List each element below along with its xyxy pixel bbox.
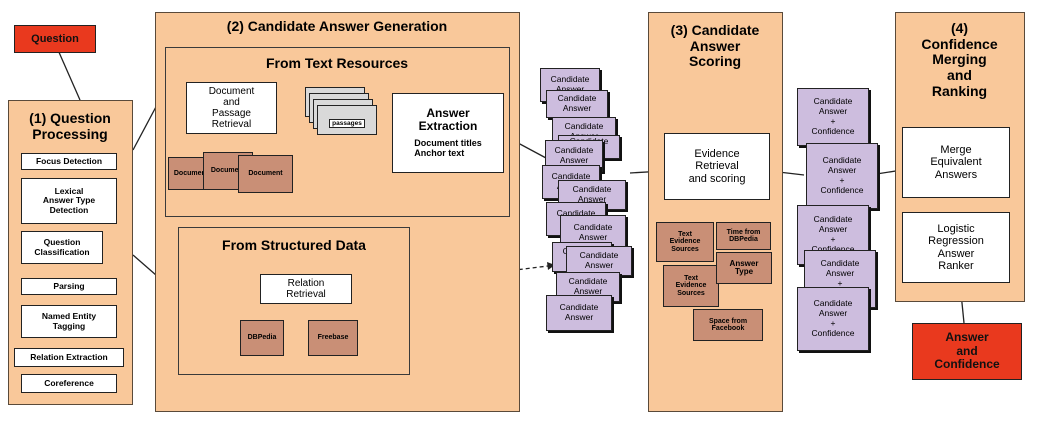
merging-ranking-title: (4) Confidence Merging and Ranking — [921, 20, 998, 99]
scored-candidate-card: Candidate Answer + Confidence — [797, 88, 869, 146]
named-entity-tagging-step: Named Entity Tagging — [21, 305, 117, 338]
structured-data-title: From Structured Data — [222, 237, 366, 253]
candidate-answer-card: Candidate Answer — [566, 246, 632, 276]
candidate-answer-card: Candidate Answer — [546, 295, 612, 331]
space-from-facebook-source: Space from Facebook — [693, 309, 763, 341]
freebase-source: Freebase — [308, 320, 358, 356]
dbpedia-source: DBPedia — [240, 320, 284, 356]
time-from-dbpedia-source: Time from DBPedia — [716, 222, 771, 250]
question-label: Question — [31, 33, 79, 45]
passages-label: passages — [329, 119, 365, 128]
evidence-retrieval-box: Evidence Retrieval and scoring — [664, 133, 770, 200]
document-passage-retrieval-box: Document and Passage Retrieval — [186, 82, 277, 134]
coreference-step: Coreference — [21, 374, 117, 393]
candidate-scoring-title: (3) Candidate Answer Scoring — [670, 22, 760, 70]
scored-candidate-card: Candidate Answer + Confidence — [797, 287, 869, 351]
answer-confidence-box: Answer and Confidence — [912, 323, 1022, 380]
focus-detection-step: Focus Detection — [21, 153, 117, 170]
answer-type-source: Answer Type — [716, 252, 772, 284]
logistic-regression-ranker-box: Logistic Regression Answer Ranker — [902, 212, 1010, 283]
text-resources-title: From Text Resources — [265, 55, 409, 71]
candidate-answer-card: Candidate Answer — [546, 90, 608, 118]
question-processing-title: (1) Question Processing — [29, 110, 111, 142]
candidate-scoring-panel: (3) Candidate Answer Scoring — [648, 12, 783, 412]
relation-retrieval-box: Relation Retrieval — [260, 274, 352, 304]
text-evidence-source: Text Evidence Sources — [656, 222, 714, 262]
lexical-answer-type-step: Lexical Answer Type Detection — [21, 178, 117, 224]
answer-extraction-sources: Document titles Anchor text — [414, 138, 482, 159]
question-processing-panel: (1) Question Processing Focus Detection … — [8, 100, 133, 405]
relation-extraction-step: Relation Extraction — [14, 348, 124, 367]
parsing-step: Parsing — [21, 278, 117, 295]
answer-extraction-box: Answer Extraction Document titles Anchor… — [392, 93, 504, 173]
text-evidence-source: Text Evidence Sources — [663, 265, 719, 307]
document-icon: Document — [238, 155, 293, 193]
passages-stack: passages — [317, 105, 377, 135]
merge-equivalent-answers-box: Merge Equivalent Answers — [902, 127, 1010, 198]
scored-candidate-card: Candidate Answer + Confidence — [806, 143, 878, 209]
answer-extraction-title: Answer Extraction — [418, 105, 478, 134]
question-classification-step: Question Classification — [21, 231, 103, 264]
question-box: Question — [14, 25, 96, 53]
candidate-generation-title: (2) Candidate Answer Generation — [226, 18, 448, 34]
